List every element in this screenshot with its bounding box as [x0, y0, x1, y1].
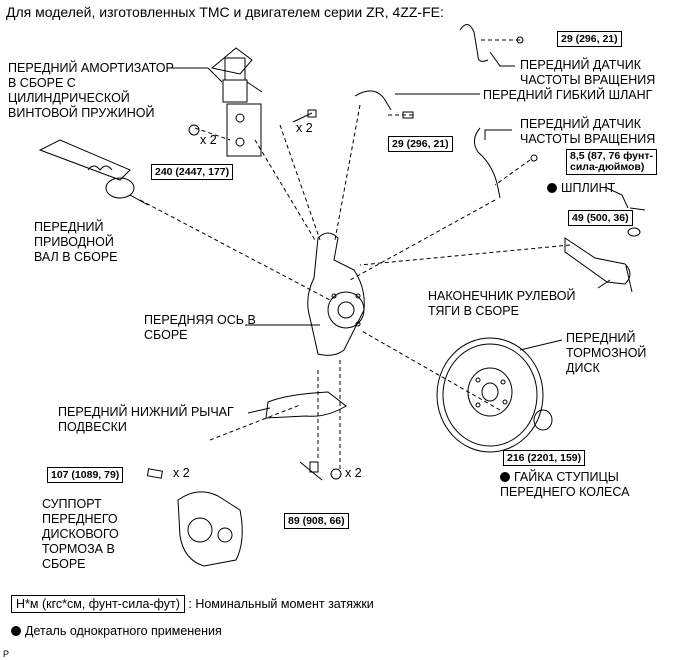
torque-box-t8: 89 (908, 66) [284, 513, 349, 529]
torque-box-t1: 29 (296, 21) [557, 31, 622, 47]
brake-disc-drawing [436, 337, 544, 453]
flex-hose-drawing [354, 90, 392, 111]
legend-single-use: Деталь однократного применения [11, 624, 222, 639]
multiplier-m2: x 2 [296, 121, 313, 135]
single-use-dot-icon [500, 472, 510, 482]
assembly-lines [139, 39, 571, 470]
multiplier-m4: x 2 [345, 466, 362, 480]
label-flex-hose: ПЕРЕДНИЙ ГИБКИЙ ШЛАНГ [483, 88, 653, 102]
legend-torque: Н*м (кгс*см, фунт-сила-фут) : Номинальны… [11, 595, 374, 613]
torque-box-t7: 107 (1089, 79) [47, 467, 124, 483]
bolt-89 [299, 461, 323, 481]
cotter-pin-drawing [629, 207, 646, 211]
drive-shaft-drawing [38, 139, 149, 206]
single-use-dot-icon [547, 183, 557, 193]
hub-nut-drawing [533, 409, 553, 431]
caliper-drawing [177, 491, 243, 567]
torque-box-t4: 49 (500, 36) [568, 210, 633, 226]
shock-absorber-drawing [210, 47, 263, 157]
bolt-107 [146, 468, 163, 479]
speed-sensor-top [459, 24, 489, 62]
bolt-x2-top [292, 112, 313, 123]
multiplier-m1: x 2 [200, 133, 217, 147]
label-cotter-pin: ШПЛИНТ [547, 181, 615, 196]
torque-box-t5: 240 (2447, 177) [151, 164, 234, 180]
front-axle-drawing [307, 232, 365, 356]
nut-240 [188, 124, 200, 136]
torque-box-t3: 8,5 (87, 76 фунт-сила-дюймов) [566, 149, 657, 175]
tie-rod-end-drawing [564, 237, 633, 293]
legend-torque-box: Н*м (кгс*см, фунт-сила-фут) [11, 595, 185, 613]
torque-box-t2: 29 (296, 21) [388, 136, 453, 152]
speed-sensor-mid [474, 127, 501, 199]
diagram-title: Для моделей, изготовленных TMC и двигате… [6, 4, 444, 20]
multiplier-m3: x 2 [173, 466, 190, 480]
label-hub-nut: ГАЙКА СТУПИЦЫ ПЕРЕДНЕГО КОЛЕСА [500, 470, 630, 499]
single-use-dot-icon [11, 626, 21, 636]
corner-mark: P [3, 649, 10, 659]
torque-box-t6: 216 (2201, 159) [503, 450, 586, 466]
leader-lines [168, 51, 629, 414]
lower-arm-drawing [265, 391, 347, 419]
castle-nut [627, 227, 641, 237]
